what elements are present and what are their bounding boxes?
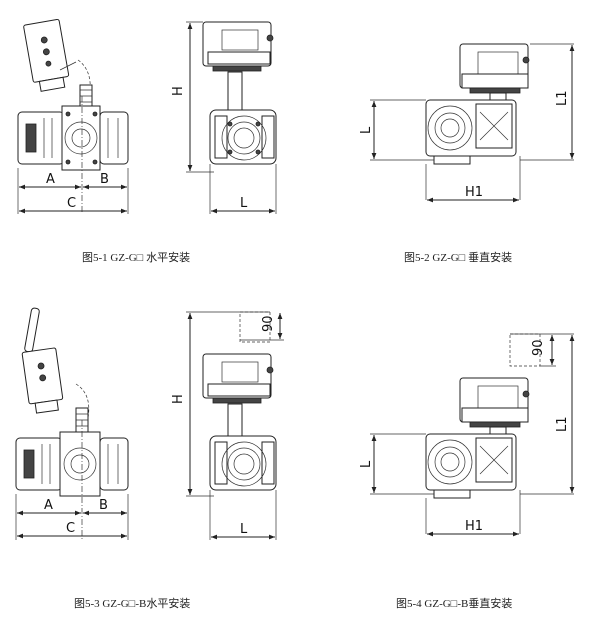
fig2-dim-h1: H1 bbox=[465, 185, 483, 200]
fig2-dim-l1: L1 bbox=[555, 90, 570, 106]
fig4-caption: 图5-4 GZ-G□-B垂直安装 bbox=[396, 598, 513, 610]
fig1-dim-l: L bbox=[240, 196, 248, 211]
fig3-front-view bbox=[186, 311, 284, 540]
fig2-caption: 图5-2 GZ-G□ 垂直安装 bbox=[404, 252, 513, 264]
fig3-dim-90: 90 bbox=[261, 315, 276, 332]
fig3-dim-b: B bbox=[99, 498, 108, 513]
fig3-dim-a: A bbox=[44, 498, 53, 513]
fig1-dim-c: C bbox=[67, 196, 76, 211]
fig4-vertical-view bbox=[370, 333, 575, 537]
fig1-caption: 图5-1 GZ-G□ 水平安装 bbox=[82, 252, 191, 264]
fig4-dim-l1: L1 bbox=[555, 416, 570, 432]
fig3-side-view bbox=[15, 307, 129, 540]
fig1-dim-h: H bbox=[171, 86, 186, 96]
fig1-side-view bbox=[17, 18, 129, 214]
fig2-vertical-view bbox=[370, 43, 575, 203]
fig4-dim-h1: H1 bbox=[465, 519, 483, 534]
fig4-dim-90: 90 bbox=[531, 339, 546, 356]
fig3-dim-h: H bbox=[171, 394, 186, 404]
fig3-dim-c: C bbox=[66, 521, 75, 536]
fig1-front-view bbox=[186, 21, 277, 214]
fig3-dim-l: L bbox=[240, 522, 248, 537]
fig4-dim-l: L bbox=[359, 460, 374, 468]
fig1-dim-a: A bbox=[46, 172, 55, 187]
fig3-caption: 图5-3 GZ-G□-B水平安装 bbox=[74, 598, 191, 610]
fig2-dim-l: L bbox=[359, 126, 374, 134]
fig1-dim-b: B bbox=[100, 172, 109, 187]
